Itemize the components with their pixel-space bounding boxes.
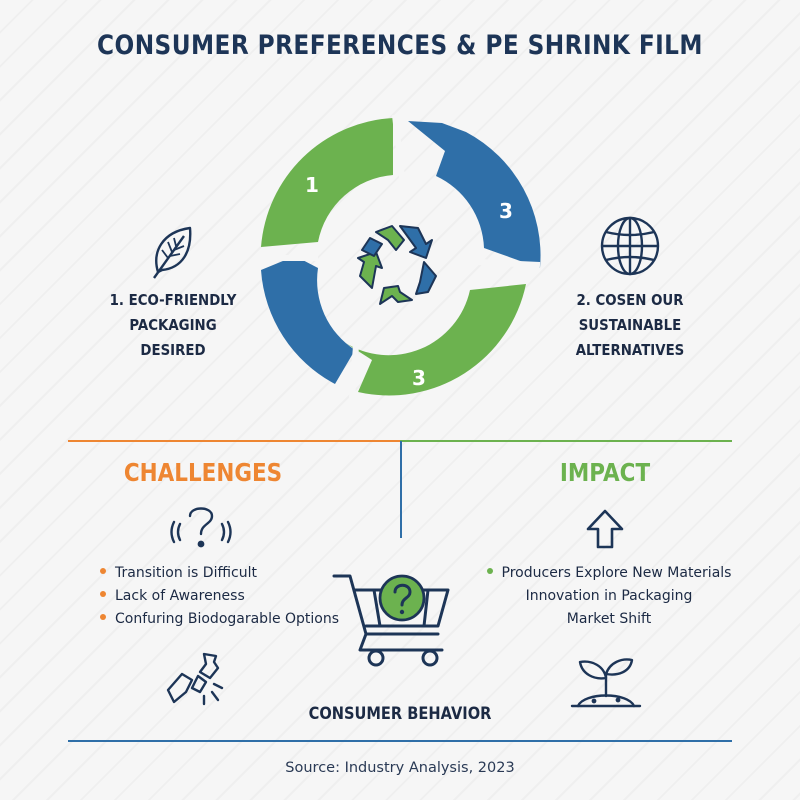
cycle-label-1: 1 [305,173,319,197]
right-item-label: 2. COSEN OUR SUSTAINABLE ALTERNATIVES [557,288,703,363]
page-title: CONSUMER PREFERENCES & PE SHRINK FILM [97,30,703,61]
cycle-segment-1 [261,118,393,247]
cycle-segment-2 [408,121,541,268]
right-line-1: 2. COSEN OUR [576,291,684,309]
right-line-2: SUSTAINABLE [578,316,682,334]
source-note: Source: Industry Analysis, 2023 [285,760,515,776]
challenges-rule [68,440,400,442]
list-item: Lack of Awareness [100,585,339,608]
left-line-2: PACKAGING [129,316,217,334]
arrow-up-icon [586,509,624,549]
recycle-icon [357,225,437,305]
list-item: Market Shift [566,611,652,627]
cycle-label-3: 3 [412,366,426,390]
cycle-label-2: 3 [499,199,513,223]
right-line-3: ALTERNATIVES [575,341,685,359]
sprout-icon [570,658,642,708]
list-item: Transition is Difficult [100,562,339,585]
globe-icon [600,216,660,276]
leaf-icon [153,226,192,279]
center-divider [400,441,402,538]
impact-heading: IMPACT [559,458,651,487]
impact-list: Producers Explore New Materials Innovati… [484,562,734,631]
center-caption: CONSUMER BEHAVIOR [308,704,492,724]
left-line-3: DESIRED [140,341,206,359]
cycle-segment-3 [344,284,526,396]
list-item: Confuring Biodogarable Options [100,608,339,631]
cycle-segment-4 [261,256,355,384]
challenges-heading: CHALLENGES [123,458,283,487]
question-icon [170,507,232,548]
broken-bottle-icon [166,652,224,706]
impact-rule [400,440,732,442]
shopping-cart-icon [332,574,450,667]
left-line-1: 1. ECO-FRIENDLY [109,291,237,309]
bottom-rule [68,740,732,742]
left-item-label: 1. ECO-FRIENDLY PACKAGING DESIRED [100,288,246,363]
list-item: Producers Explore New Materials [484,562,734,585]
challenges-list: Transition is Difficult Lack of Awarenes… [100,562,339,631]
list-item: Innovation in Packaging [525,588,693,604]
